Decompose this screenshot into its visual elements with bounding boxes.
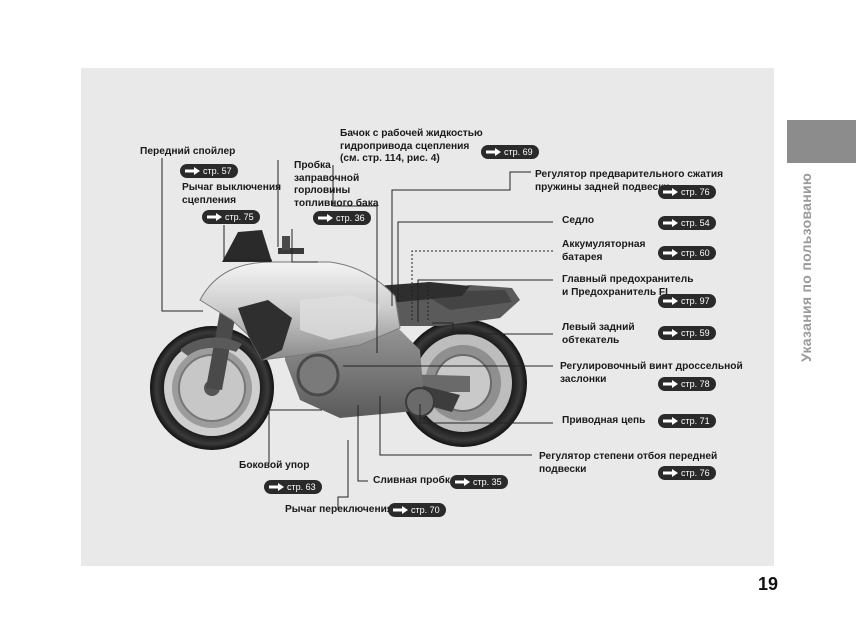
right-arrow-icon — [663, 297, 678, 305]
right-arrow-icon — [663, 188, 678, 196]
ref-label: стр. 69 — [504, 147, 533, 157]
ref-label: стр. 71 — [681, 416, 710, 426]
ref-drive-chain[interactable]: стр. 71 — [658, 414, 716, 428]
ref-seat[interactable]: стр. 54 — [658, 216, 716, 230]
right-arrow-icon — [486, 148, 501, 156]
ref-label: стр. 78 — [681, 379, 710, 389]
label-front-spoiler: Передний спойлер — [140, 146, 236, 157]
ref-label: стр. 76 — [681, 468, 710, 478]
ref-fuel-cap[interactable]: стр. 36 — [313, 211, 371, 225]
label-rear-preload: Регулятор предварительного сжатия пружин… — [535, 169, 724, 193]
ref-label: стр. 97 — [681, 296, 710, 306]
ref-drain-plug[interactable]: стр. 35 — [450, 475, 508, 489]
ref-label: стр. 75 — [225, 212, 254, 222]
label-battery: Аккумуляторная батарея — [562, 239, 646, 263]
label-drain-plug: Сливная пробка — [373, 475, 456, 486]
right-arrow-icon — [393, 506, 408, 514]
ref-side-stand[interactable]: стр. 63 — [264, 480, 322, 494]
label-clutch-reservoir: Бачок с рабочей жидкостью гидропривода с… — [340, 128, 483, 164]
label-clutch-lever: Рычаг выключения сцепления — [182, 182, 282, 206]
right-arrow-icon — [663, 417, 678, 425]
right-arrow-icon — [663, 329, 678, 337]
right-arrow-icon — [185, 167, 200, 175]
label-left-rear-cowl: Левый задний обтекатель — [562, 322, 635, 346]
section-tab — [787, 120, 856, 163]
ref-front-rebound[interactable]: стр. 76 — [658, 466, 716, 480]
ref-shift-lever[interactable]: стр. 70 — [388, 503, 446, 517]
page-number: 19 — [758, 574, 779, 594]
ref-rear-preload[interactable]: стр. 76 — [658, 185, 716, 199]
ref-label: стр. 57 — [203, 166, 232, 176]
label-throttle-screw: Регулировочный винт дроссельной заслонки — [560, 361, 743, 385]
right-arrow-icon — [663, 380, 678, 388]
ref-left-rear-cowl[interactable]: стр. 59 — [658, 326, 716, 340]
ref-clutch-reservoir[interactable]: стр. 69 — [481, 145, 539, 159]
ref-throttle-screw[interactable]: стр. 78 — [658, 377, 716, 391]
right-arrow-icon — [207, 213, 222, 221]
label-seat: Седло — [562, 215, 595, 226]
right-arrow-icon — [269, 483, 284, 491]
label-drive-chain: Приводная цепь — [562, 415, 646, 426]
label-fuel-cap: Пробка заправочной горловины топливного … — [294, 160, 379, 209]
ref-main-fuse[interactable]: стр. 97 — [658, 294, 716, 308]
ref-label: стр. 76 — [681, 187, 710, 197]
ref-front-spoiler[interactable]: стр. 57 — [180, 164, 238, 178]
label-front-rebound: Регулятор степени отбоя передней подвеск… — [539, 451, 718, 475]
right-arrow-icon — [663, 219, 678, 227]
label-shift-lever: Рычаг переключения — [285, 504, 393, 515]
right-arrow-icon — [663, 469, 678, 477]
ref-label: стр. 70 — [411, 505, 440, 515]
ref-label: стр. 35 — [473, 477, 502, 487]
label-side-stand: Боковой упор — [239, 460, 310, 471]
right-arrow-icon — [663, 249, 678, 257]
ref-label: стр. 60 — [681, 248, 710, 258]
ref-label: стр. 63 — [287, 482, 316, 492]
ref-clutch-lever[interactable]: стр. 75 — [202, 210, 260, 224]
ref-battery[interactable]: стр. 60 — [658, 246, 716, 260]
ref-label: стр. 59 — [681, 328, 710, 338]
label-main-fuse: Главный предохранитель и Предохранитель … — [562, 274, 694, 298]
ref-label: стр. 36 — [336, 213, 365, 223]
right-arrow-icon — [318, 214, 333, 222]
right-arrow-icon — [455, 478, 470, 486]
ref-label: стр. 54 — [681, 218, 710, 228]
